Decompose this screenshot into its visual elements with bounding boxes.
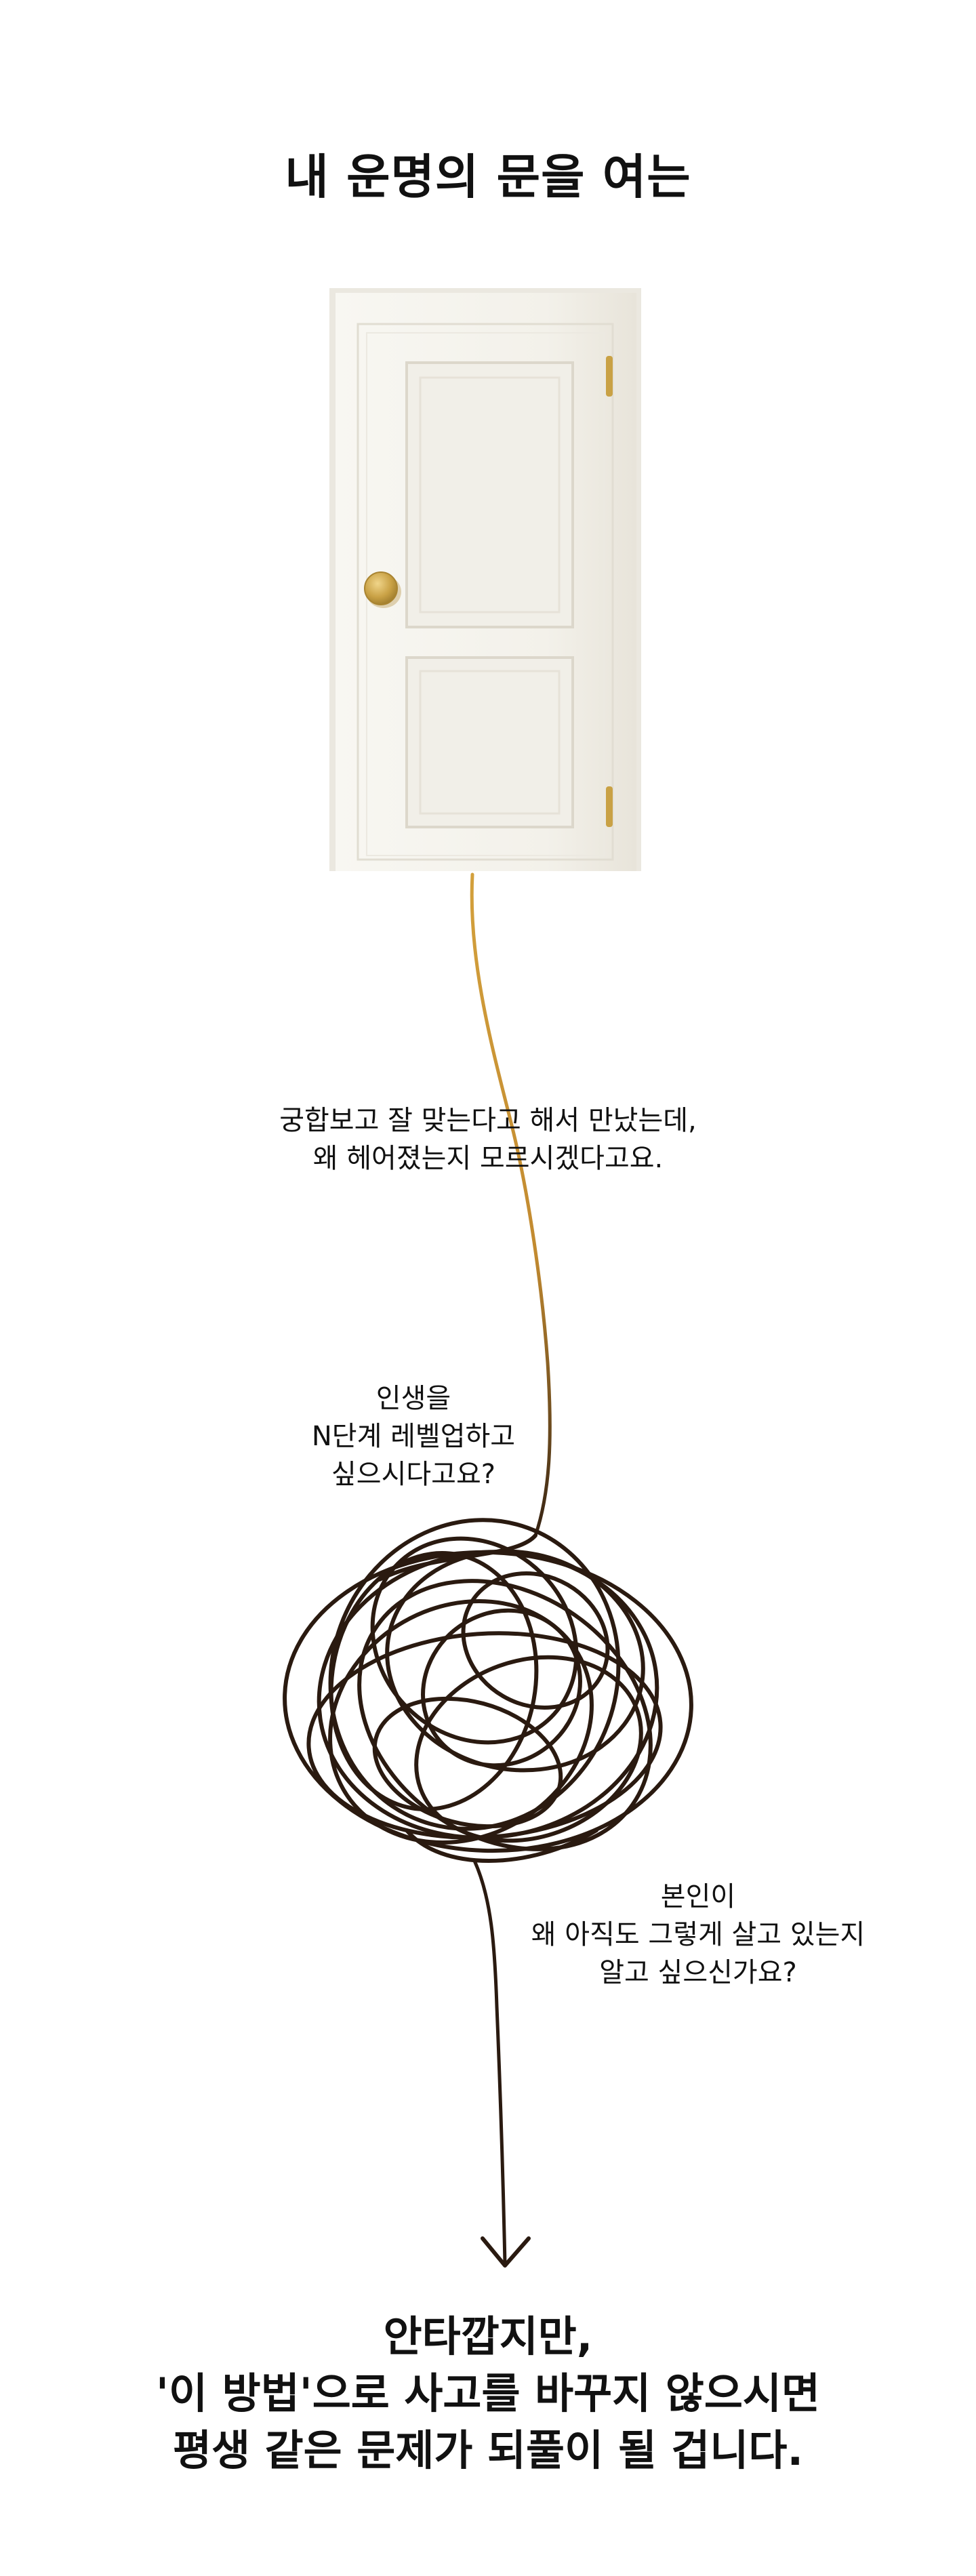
page-title: 내 운명의 문을 여는 xyxy=(285,149,691,205)
door-inner-border xyxy=(357,323,614,861)
door-hinge-bottom xyxy=(606,786,613,827)
caption-line: 알고 싶으신가요? xyxy=(599,1957,797,1988)
door-upper-panel xyxy=(405,361,574,628)
thread-line xyxy=(470,872,552,1537)
closing-message: 안타깝지만, '이 방법'으로 사고를 바꾸지 않으시면 평생 같은 문제가 되… xyxy=(0,2308,976,2479)
caption-line: 본인이 xyxy=(660,1881,736,1912)
door-knob-icon xyxy=(364,571,398,605)
arrow-down-icon xyxy=(481,2236,531,2268)
caption-line: 인생을 xyxy=(375,1383,451,1414)
thread-tail xyxy=(472,1859,507,2266)
closing-line: 안타깝지만, xyxy=(383,2312,593,2361)
caption-third: 본인이 왜 아직도 그렇게 살고 있는지 알고 싶으신가요? xyxy=(488,1878,908,1992)
caption-line: 왜 헤어졌는지 모르시겠다고요. xyxy=(312,1143,664,1174)
caption-line: 싶으시다고요? xyxy=(331,1459,496,1490)
closing-line: '이 방법'으로 사고를 바꾸지 않으시면 xyxy=(156,2369,820,2418)
tangled-thread-illustration xyxy=(283,1518,693,1863)
door-hinge-top xyxy=(606,356,613,397)
caption-second: 인생을 N단계 레벨업하고 싶으시다고요? xyxy=(237,1380,590,1493)
caption-line: 궁합보고 잘 맞는다고 해서 만났는데, xyxy=(279,1105,697,1136)
closing-line: 평생 같은 문제가 되풀이 될 겁니다. xyxy=(172,2426,804,2475)
caption-line: 왜 아직도 그렇게 살고 있는지 xyxy=(531,1919,866,1950)
caption-line: N단계 레벨업하고 xyxy=(311,1421,516,1452)
door-lower-panel xyxy=(405,656,574,828)
door-illustration xyxy=(329,288,641,871)
caption-first: 궁합보고 잘 맞는다고 해서 만났는데, 왜 헤어졌는지 모르시겠다고요. xyxy=(149,1102,827,1178)
